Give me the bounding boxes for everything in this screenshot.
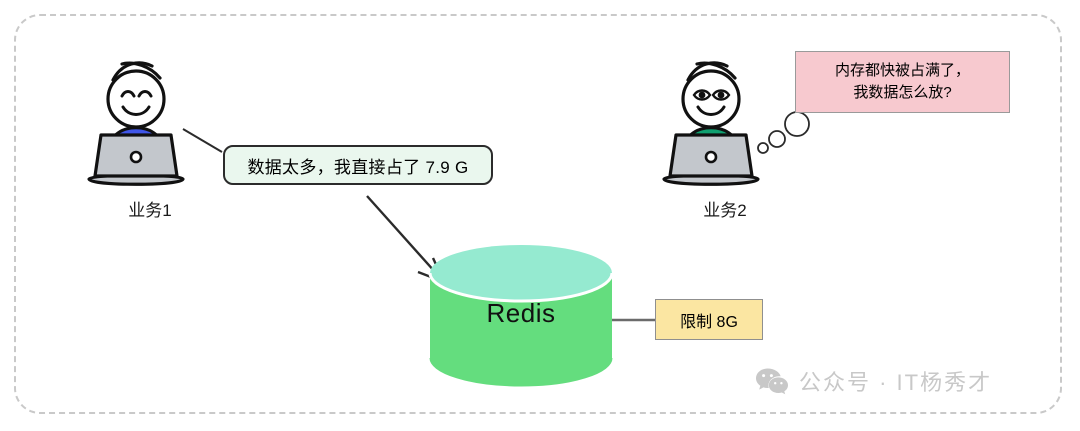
actor-2-figure [662,61,760,186]
speech-bubble-actor2: 内存都快被占满了， 我数据怎么放? [795,51,1010,113]
actor-2-label: 业务2 [703,201,747,220]
watermark-text: 公众号 · IT杨秀才 [799,370,993,395]
wechat-icon [755,367,789,395]
watermark: 公众号 · IT杨秀才 [755,365,992,397]
thought-bubbles [757,111,810,154]
diagram-frame [14,14,1062,414]
connector-actor1-bubble [182,128,223,153]
actor-1-label: 业务1 [128,201,172,220]
speech-bubble-actor1: 数据太多，我直接占了 7.9 G [223,145,493,185]
redis-cylinder [428,245,614,387]
memory-limit-badge: 限制 8G [655,299,763,340]
actor-1-figure [87,61,185,186]
redis-label: Redis [486,298,556,328]
speech-bubble-actor2-line2: 我数据怎么放? [853,84,952,101]
speech-bubble-actor2-line1: 内存都快被占满了， [834,62,970,79]
